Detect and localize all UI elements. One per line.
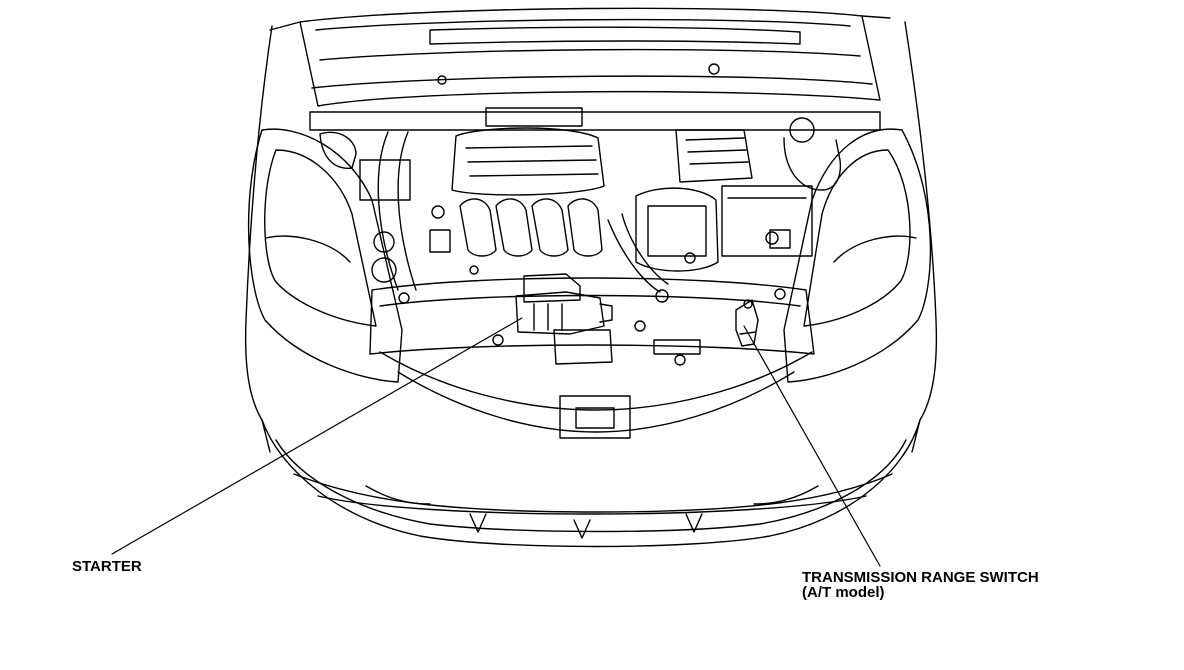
transmission-range-switch bbox=[735, 299, 759, 347]
left-headlight bbox=[247, 128, 403, 383]
engine-components bbox=[309, 111, 881, 366]
fenders bbox=[244, 21, 938, 421]
transmission-range-switch-leader-line bbox=[743, 325, 881, 567]
hood bbox=[269, 7, 891, 127]
leader-lines bbox=[111, 317, 881, 567]
starter-leader-line bbox=[111, 317, 523, 555]
transmission-range-switch-label-note: (A/T model) bbox=[802, 584, 885, 601]
transmission-range-switch-label: TRANSMISSION RANGE SWITCH (A/T model) bbox=[802, 570, 1039, 600]
starter-motor bbox=[515, 273, 613, 335]
transmission-range-switch-label-title: TRANSMISSION RANGE SWITCH bbox=[802, 569, 1039, 586]
front-bumper bbox=[261, 351, 921, 548]
right-headlight bbox=[783, 128, 932, 383]
starter-label: STARTER bbox=[72, 558, 142, 575]
